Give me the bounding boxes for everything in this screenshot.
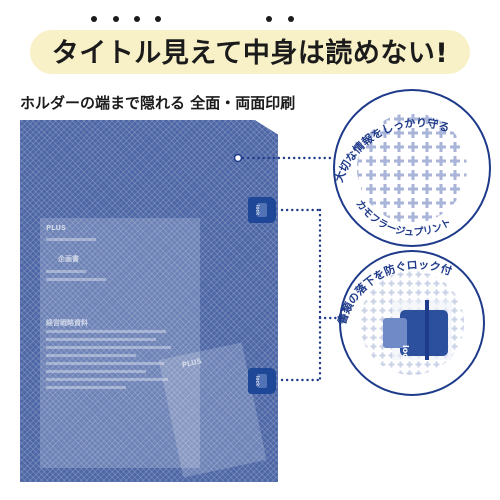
doc-title-2: 企画書: [58, 255, 79, 263]
lock-tab-bottom: [248, 368, 276, 394]
top-arc-label: 大切な情報をしっかり守る: [332, 116, 452, 184]
lock-callout: [339, 250, 485, 396]
folder-body: [20, 120, 278, 482]
lock-arc-label: 書類の落下を防ぐロック付: [334, 258, 453, 326]
doc-brand: PLUS: [46, 224, 67, 232]
lock-callout-label: lock: [401, 345, 410, 364]
lock-tab-top: [248, 197, 276, 223]
inner-document: PLUS 企画書 経営戦略資料: [40, 218, 200, 468]
clear-holder-folder: PLUS 企画書 経営戦略資料 PLUS: [20, 120, 278, 482]
headline: タイトル見えて中身は読めない!: [51, 38, 449, 69]
doc-title-3: 経営戦略資料: [46, 319, 88, 327]
headline-banner: [30, 30, 470, 74]
camouflage-print-callout: [333, 89, 491, 247]
subheading: ホルダーの端まで隠れる 全面・両面印刷: [20, 94, 296, 112]
bottom-arc-label: カモフラージュプリント: [353, 198, 453, 239]
